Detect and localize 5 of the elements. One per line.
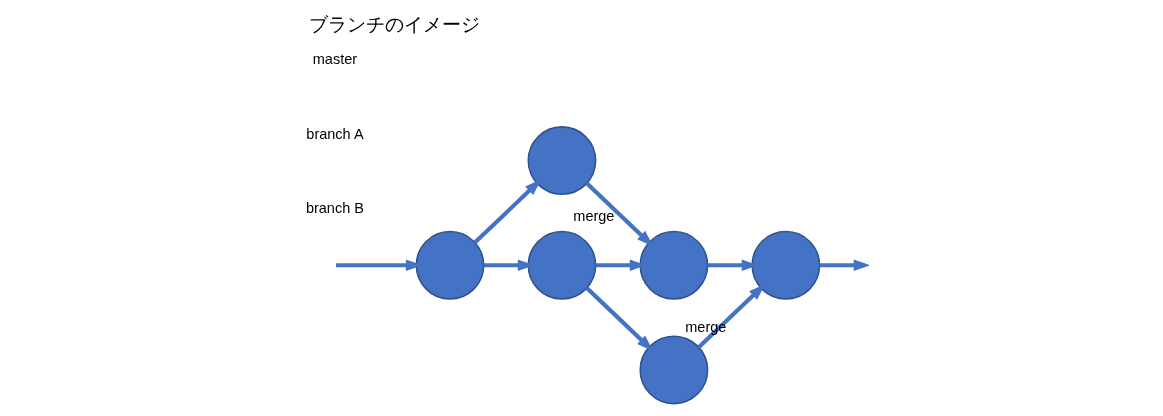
label: branch A [306,125,364,142]
label: master [312,50,358,67]
edge-label: merge [573,208,615,225]
diagram-title: ブランチのイメージ [308,14,480,36]
label: branch B [305,200,364,217]
